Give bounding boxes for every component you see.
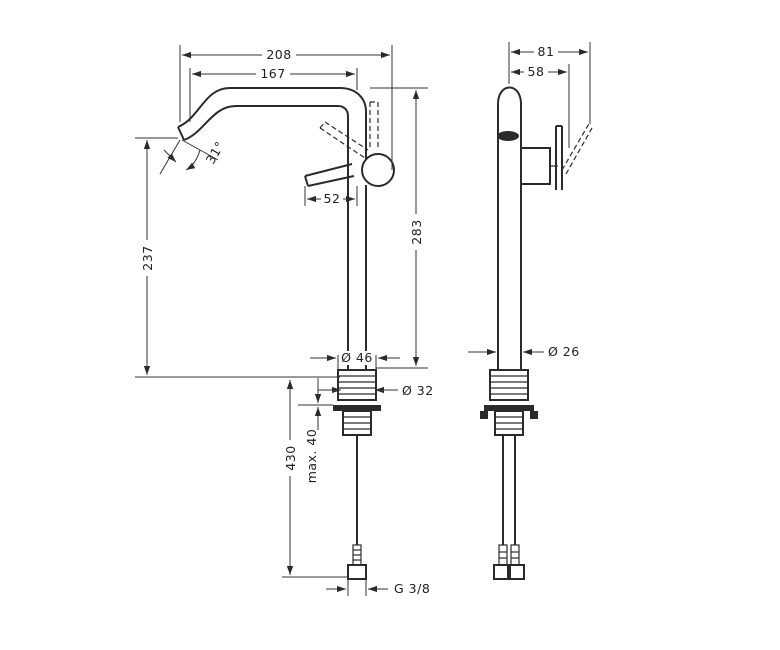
base-collar	[337, 369, 377, 401]
mounting-washer	[333, 405, 381, 411]
dim-spout-angle: 31°	[203, 139, 228, 167]
side-spout-outline	[497, 86, 522, 370]
hose-nut	[347, 564, 367, 580]
dim-width-overall: 208	[266, 47, 291, 62]
dim-body-diameter: Ø 46	[341, 350, 373, 365]
side-mounting-washer	[484, 405, 534, 411]
dim-width-spout: 167	[260, 66, 285, 81]
dim-handle-offset: 52	[324, 191, 341, 206]
dim-thread-diameter: Ø 32	[402, 383, 434, 398]
handle-boss	[520, 147, 551, 185]
dim-hose-length: 430	[283, 445, 298, 470]
dim-height-overall: 283	[409, 219, 424, 244]
side-hose-nut-right	[507, 564, 525, 580]
spout-outline-inner	[183, 105, 349, 160]
dim-mount-thickness: max. 40	[304, 429, 319, 484]
front-view: 208 167 31° 52 237 283	[135, 45, 434, 596]
dim-depth-overall: 81	[538, 44, 555, 59]
spout-outline	[177, 87, 367, 160]
dim-depth-body: 58	[528, 64, 545, 79]
side-hose-nut-left	[493, 564, 511, 580]
dim-height-spout: 237	[140, 245, 155, 270]
lever-hub	[361, 153, 395, 187]
lever-handle	[304, 163, 355, 187]
aerator	[497, 131, 519, 141]
side-lever	[555, 125, 563, 190]
side-lever-alt	[561, 121, 593, 175]
side-view: 81 58 Ø 26	[468, 42, 593, 580]
dim-connection-thread: G 3/8	[394, 581, 430, 596]
lever-handle-alt	[319, 121, 369, 159]
side-base-collar	[489, 369, 529, 401]
lever-handle-top	[369, 101, 379, 150]
dim-spout-diameter: Ø 26	[548, 344, 580, 359]
